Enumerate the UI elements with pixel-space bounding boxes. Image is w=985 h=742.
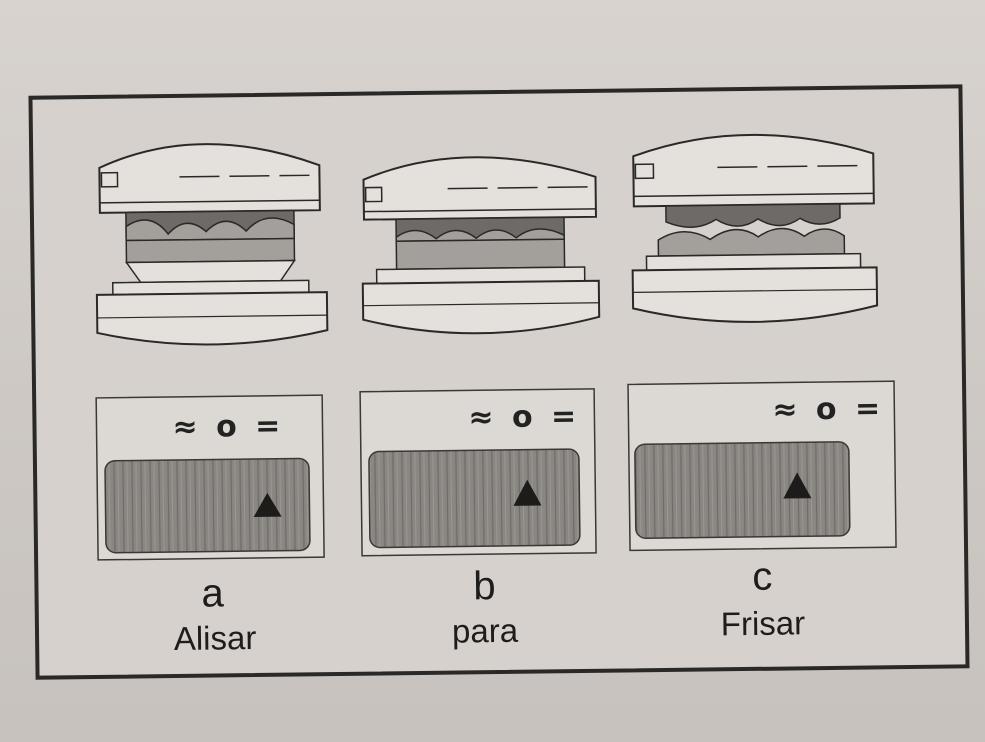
option-letter-b: b <box>473 564 496 609</box>
panel-symbols-a: ≈ o = <box>172 408 285 446</box>
dial-panel-b <box>359 388 597 557</box>
pointer-triangle-b <box>513 479 542 506</box>
pointer-triangle-c <box>783 472 812 499</box>
dial-panel-a <box>95 394 325 561</box>
option-label-b: para <box>451 611 519 650</box>
device-a <box>95 143 329 346</box>
dial-panel-c <box>627 380 897 552</box>
option-label-c: Frisar <box>720 604 806 643</box>
diagram-frame: ≈ o = ≈ o = ≈ o = a Alisar b para c Fris… <box>26 82 973 683</box>
panel-symbols-b: ≈ o = <box>468 399 581 436</box>
option-letter-a: a <box>201 571 224 616</box>
option-label-a: Alisar <box>173 618 257 658</box>
panel-symbols-c: ≈ o = <box>772 391 885 428</box>
option-letter-c: c <box>752 554 773 599</box>
device-c <box>631 133 879 323</box>
device-b <box>361 156 601 335</box>
pointer-triangle-a <box>253 492 282 518</box>
diagram-svg <box>28 84 970 680</box>
